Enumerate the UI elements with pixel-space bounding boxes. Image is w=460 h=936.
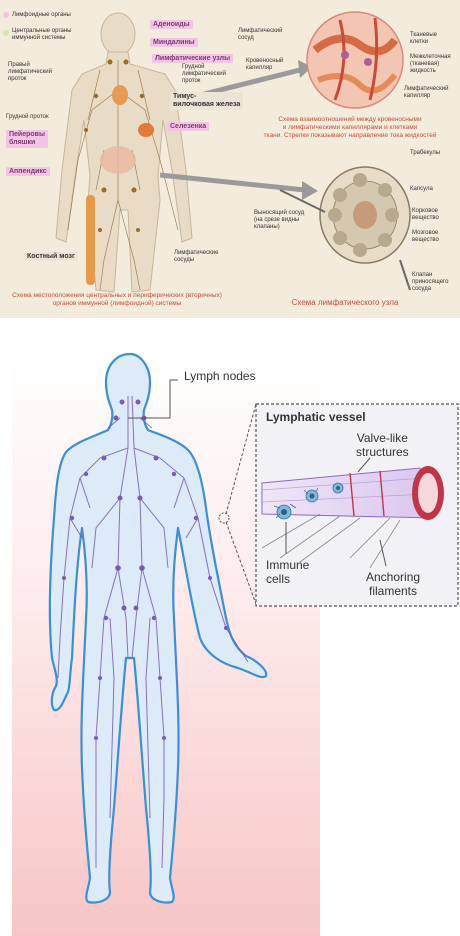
label-thoracic-duct-right: Грудной лимфатический проток xyxy=(182,64,227,84)
anchoring-leader xyxy=(379,539,387,567)
label-thoracic-duct-left: Грудной проток xyxy=(6,114,49,120)
label-lymph-capillary: Лимфатический капилляр xyxy=(404,86,449,99)
arrow-to-node xyxy=(159,172,306,193)
label-lymph-vessel-ru: Лимфатический сосуд xyxy=(238,28,283,41)
lymph-nodes-leader xyxy=(128,379,178,419)
capillary-circle xyxy=(306,11,404,109)
label-spleen: Селезенка xyxy=(167,122,210,131)
label-tissue-cells: Тканевые клетки xyxy=(410,32,437,45)
russian-diagram-art xyxy=(3,11,411,293)
label-anchoring-filaments: Anchoring filaments xyxy=(366,570,421,598)
inset-connector-top xyxy=(225,403,257,515)
inset-origin-marker xyxy=(218,512,230,524)
label-valve-like: Valve-like structures xyxy=(356,431,409,459)
immune-cells-illustration xyxy=(273,482,344,520)
label-bone-marrow: Костный мозг xyxy=(24,252,78,261)
caption-location: Схема местоположения центральных и периф… xyxy=(12,292,222,307)
label-right-duct: Правый лимфатический проток xyxy=(8,62,53,82)
lymph-node-circle xyxy=(279,166,411,291)
spleen-shape xyxy=(138,123,154,137)
legend-lymphoid-dot xyxy=(3,12,9,18)
label-cortex: Корковое вещество xyxy=(412,208,439,221)
label-capsule: Капсула xyxy=(410,186,433,192)
label-efferent: Выносящий сосуд (на срезе видны клапаны) xyxy=(254,210,305,230)
lymph-network xyxy=(67,60,179,291)
label-blood-capillary: Кровеносный капилляр xyxy=(246,58,284,71)
valve-leader xyxy=(357,457,371,473)
legend-central-dot xyxy=(3,30,9,36)
label-medulla: Мозговое вещество xyxy=(412,230,439,243)
label-lymph-nodes: Lymph nodes xyxy=(184,369,256,383)
lymph-node-dots xyxy=(84,59,154,232)
label-lymph-nodes-ru: Лимфатические узлы xyxy=(152,54,234,63)
english-diagram-art xyxy=(12,352,459,936)
russian-lymphatic-diagram: Лимфоидные органы Центральные органы имм… xyxy=(0,0,460,318)
lymph-node-markers xyxy=(62,399,228,740)
label-peyer: Пейеровы бляшки xyxy=(6,130,48,148)
lymphatic-vessel-illustration xyxy=(261,466,444,569)
caption-relation: Схема взаимоотношений между кровеносными… xyxy=(263,116,437,139)
legend-central-label: Центральные органы иммунной системы xyxy=(12,28,72,41)
legend-lymphoid-label: Лимфоидные органы xyxy=(12,12,71,18)
label-immune-cells: Immune cells xyxy=(266,558,310,586)
label-appendix: Аппендикс xyxy=(6,167,50,176)
bone-marrow-shape xyxy=(86,195,95,285)
label-afferent: Клапан приносящего сосуда xyxy=(412,272,449,292)
thymus-shape xyxy=(112,85,128,105)
intestine-shape xyxy=(100,146,136,174)
caption-node: Схема лимфатического узла xyxy=(291,298,399,307)
label-interstitial: Межклеточная (тканевая) жидкость xyxy=(410,54,451,74)
label-thymus: Тимус- вилочковая железа xyxy=(170,92,244,110)
label-trabeculae: Трабекулы xyxy=(410,150,441,156)
inset-title: Lymphatic vessel xyxy=(266,410,366,424)
label-lymph-vessels-ru: Лимфатические сосуды xyxy=(174,250,219,263)
english-lymphatic-diagram: Lymph nodes Lymphatic vessel Valve-like … xyxy=(0,318,460,936)
human-body-outline xyxy=(48,352,268,904)
inset-connector-bottom xyxy=(225,521,257,605)
label-tonsils: Миндалины xyxy=(150,38,198,47)
label-adenoids: Аденоиды xyxy=(150,20,193,29)
